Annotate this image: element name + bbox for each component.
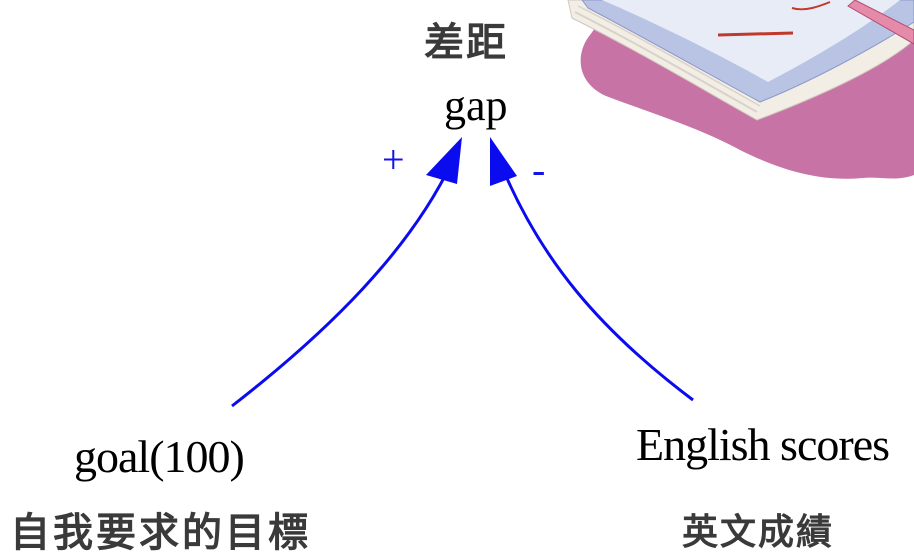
arrow-scores-to-gap <box>498 161 694 402</box>
gap-label-zh: 差距 <box>424 20 508 66</box>
gap-label-en: gap <box>444 81 508 130</box>
goal-label-en: goal(100) <box>74 431 245 482</box>
scores-label-en: English scores <box>636 419 890 470</box>
scores-label-zh: 英文成績 <box>682 512 835 553</box>
pen-shape <box>847 0 914 45</box>
arrow-head-left <box>426 137 462 184</box>
polarity-plus: + <box>382 137 405 182</box>
polarity-minus: - <box>532 147 546 192</box>
arrow-goal-to-gap <box>231 161 454 408</box>
arrow-head-right <box>490 137 517 186</box>
red-mark <box>717 31 794 37</box>
goal-label-zh: 自我要求的目標 <box>10 510 311 556</box>
